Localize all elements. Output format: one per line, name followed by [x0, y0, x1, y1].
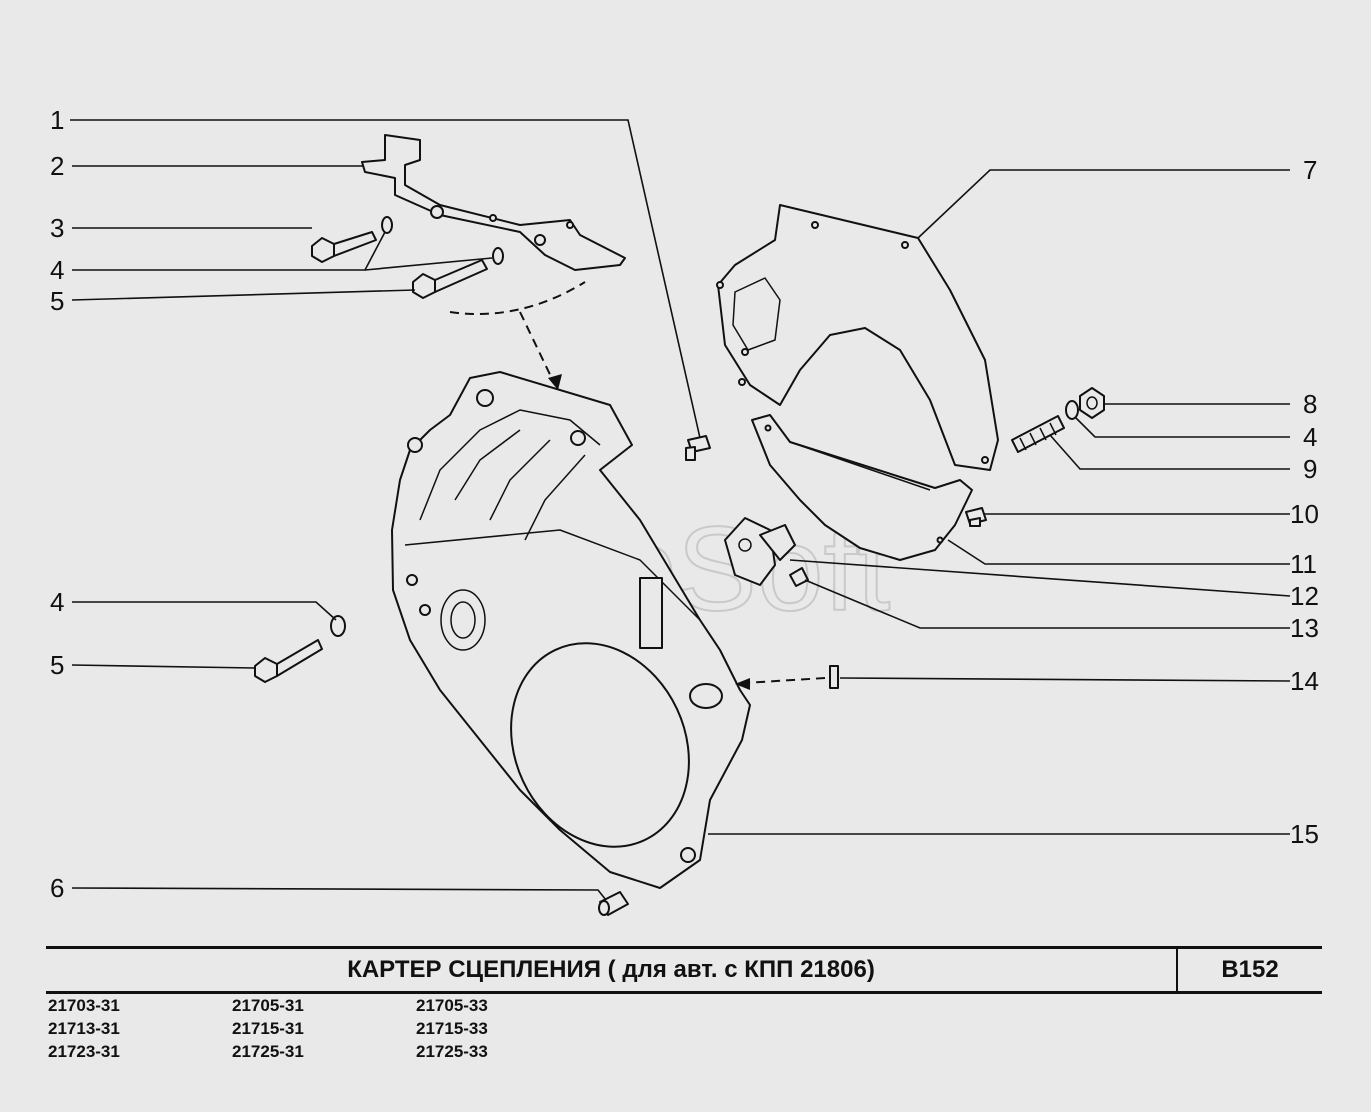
callout-15: 15 [1290, 819, 1319, 849]
screw-13 [789, 567, 809, 587]
bolt-3 [311, 231, 377, 263]
assembly-arc [449, 281, 586, 315]
model-code: 21713-31 [48, 1019, 120, 1038]
bracket [361, 134, 626, 271]
washer-4b [492, 247, 504, 265]
cover-plate [716, 204, 999, 471]
bolt-5a [412, 259, 488, 299]
diagram-code: B152 [1221, 956, 1279, 983]
callout-5-top: 5 [50, 286, 64, 316]
washer-4a [381, 216, 393, 234]
model-code: 21725-31 [232, 1042, 304, 1061]
model-code: 21723-31 [48, 1042, 120, 1061]
model-code: 21705-31 [232, 996, 304, 1015]
callout-10: 10 [1290, 499, 1319, 529]
stud-9 [1011, 415, 1065, 453]
title-bar: КАРТЕР СЦЕПЛЕНИЯ ( для авт. с КПП 21806)… [46, 946, 1322, 994]
callout-5-lower: 5 [50, 650, 64, 680]
model-code: 21715-33 [416, 1019, 488, 1038]
callout-4-top: 4 [50, 255, 64, 285]
lower-shield [751, 414, 973, 561]
callout-13: 13 [1290, 613, 1319, 643]
model-code: 21725-33 [416, 1042, 488, 1061]
callout-1: 1 [50, 105, 64, 135]
model-code: 21715-31 [232, 1019, 304, 1038]
pin-arrow-head [735, 678, 750, 690]
model-code: 21705-33 [416, 996, 488, 1015]
pin-arrow-line [744, 677, 826, 684]
nut-8 [1079, 387, 1105, 419]
clutch-housing [391, 371, 751, 889]
leader-lines [70, 119, 1291, 901]
sensor-12 [724, 517, 796, 586]
screw-10 [965, 507, 987, 527]
callout-3: 3 [50, 213, 64, 243]
callout-9: 9 [1303, 454, 1317, 484]
pin-14 [829, 665, 839, 689]
diagram-title: КАРТЕР СЦЕПЛЕНИЯ ( для авт. с КПП 21806) [46, 949, 1178, 991]
callout-8: 8 [1303, 389, 1317, 419]
washer-4c [330, 615, 346, 637]
assembly-arrow-line [519, 311, 556, 386]
callout-12: 12 [1290, 581, 1319, 611]
callout-4-right: 4 [1303, 422, 1317, 452]
model-list: 21703-31 21705-31 21705-33 21713-31 2171… [48, 995, 600, 1062]
model-code: 21703-31 [48, 996, 120, 1015]
callout-6: 6 [50, 873, 64, 903]
dowel-pin-6 [598, 891, 629, 916]
callout-7: 7 [1303, 155, 1317, 185]
callout-4-lower: 4 [50, 587, 64, 617]
assembly-arrow-head [548, 374, 562, 390]
bolt-5b [254, 639, 323, 683]
callout-14: 14 [1290, 666, 1319, 696]
callout-11: 11 [1290, 549, 1317, 579]
screw-1 [685, 435, 711, 461]
callout-2: 2 [50, 151, 64, 181]
washer-4d [1065, 400, 1079, 420]
